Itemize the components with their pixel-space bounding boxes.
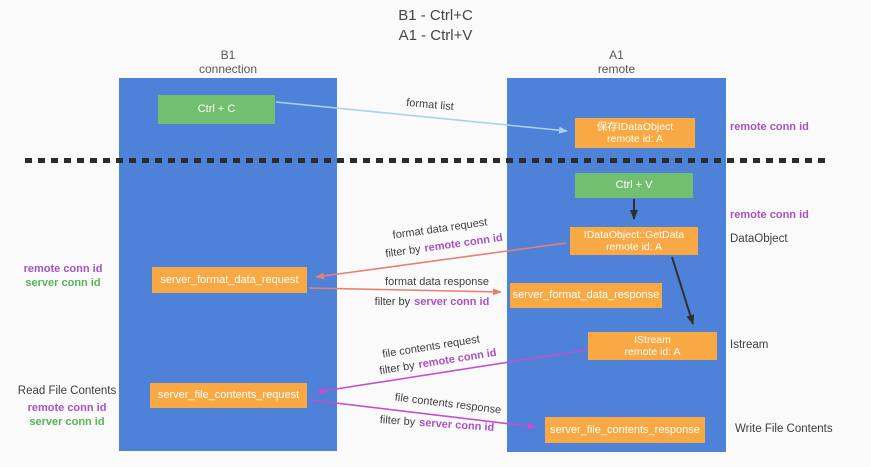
left-server-conn-id-bottom: server conn id [29,416,105,428]
ctrl-v-label: Ctrl + V [615,179,653,191]
right-istream-label: Istream [730,339,769,351]
left-read-file-contents-label: Read File Contents [17,385,117,397]
ctrl-c-box: Ctrl + C [158,95,275,124]
left-server-conn-id-top: server conn id [25,277,101,289]
lane-a1-role: remote [597,62,636,76]
idataobject-getdata-line1: IDataObject::GetData [583,228,685,241]
server-conn-id-text: server conn id [418,416,495,434]
format-list-label: format list [405,96,455,114]
save-idataobject-line2: remote id: A [606,133,664,145]
server-file-contents-response-box: server_file_contents_response [545,417,705,443]
idataobject-getdata-line2: remote id: A [605,241,663,253]
ctrl-v-box: Ctrl + V [575,173,693,198]
left-remote-conn-id-bottom: remote conn id [27,402,107,414]
title-line-a1: A1 - Ctrl+V [398,27,473,44]
lane-header-b1: B1 connection [119,48,337,76]
lane-b1-role: connection [198,62,258,76]
right-dataobject-label: DataObject [730,233,788,245]
file-contents-response-label: file contents response [394,391,502,417]
left-remote-conn-id-top: remote conn id [23,263,103,275]
server-file-contents-request-box: server_file_contents_request [150,383,307,408]
title-line-b1: B1 - Ctrl+C [398,7,473,24]
istream-line1: IStream [634,333,671,346]
server-format-data-request-box: server_format_data_request [152,267,307,293]
server-conn-id-text: server conn id [414,296,490,308]
filter-by-text: filter by [379,414,416,429]
filter-by-text: filter by [378,359,416,378]
istream-line2: remote id: A [624,346,681,358]
ctrl-c-label: Ctrl + C [197,103,236,115]
server-file-contents-request-label: server_file_contents_request [157,389,300,401]
arrow-format-data-response [308,287,502,296]
lane-a1-name: A1 [609,48,624,62]
filter-by-text: filter by [374,296,411,308]
save-idataobject-line1: 保存IDataObject [596,120,674,133]
filter-by-text: filter by [384,243,422,261]
save-idataobject-box: 保存IDataObject remote id: A [575,118,695,148]
idataobject-getdata-box: IDataObject::GetData remote id: A [570,227,698,255]
server-format-data-response-box: server_format_data_response [510,283,662,308]
lane-header-a1: A1 remote [507,48,726,76]
lane-b1-name: B1 [220,48,236,62]
right-remote-conn-id-mid: remote conn id [730,209,809,221]
diagram-title: B1 - Ctrl+C A1 - Ctrl+V [0,6,871,46]
server-format-data-request-label: server_format_data_request [160,273,299,286]
right-write-file-contents-label: Write File Contents [735,423,833,435]
session-divider-dashed-line [25,158,831,163]
istream-box: IStream remote id: A [588,332,717,360]
right-remote-conn-id-top: remote conn id [730,121,809,133]
server-file-contents-response-label: server_file_contents_response [550,423,700,436]
format-data-response-label: format data response [385,276,489,288]
server-format-data-response-label: server_format_data_response [512,289,660,301]
